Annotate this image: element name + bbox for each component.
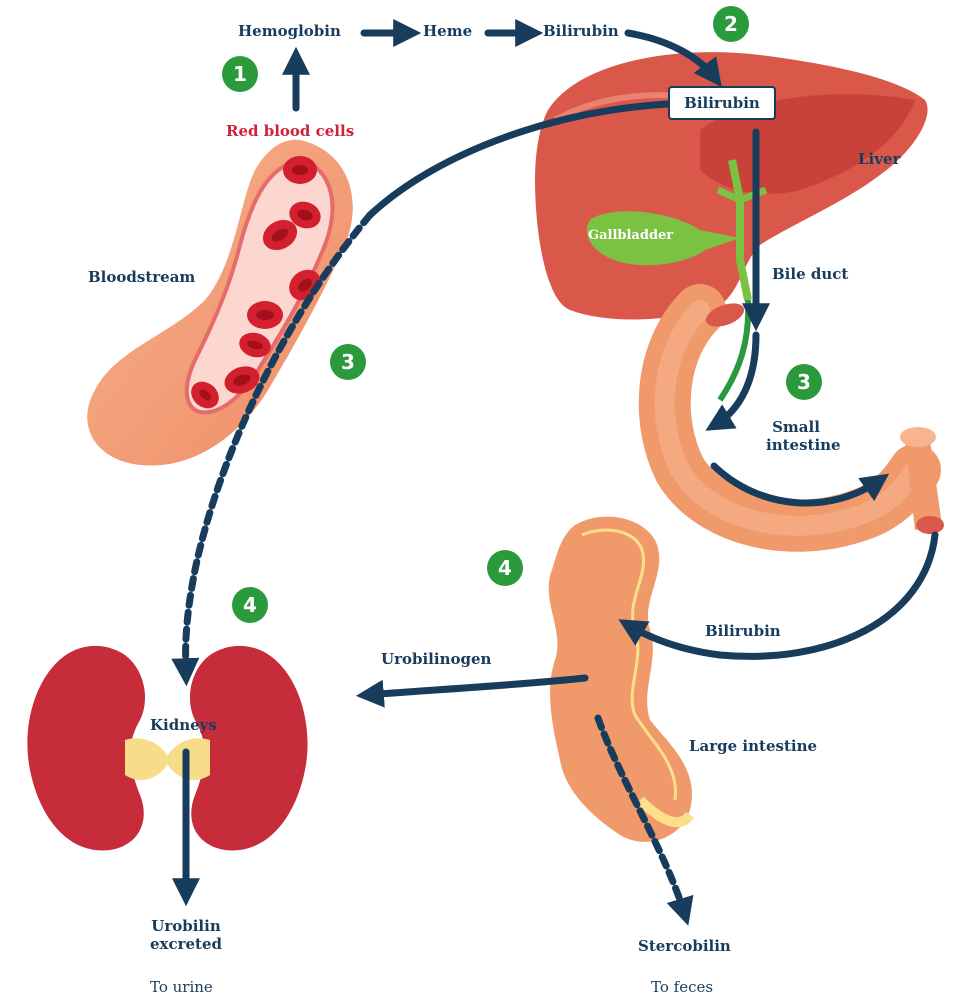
blood-vessel-icon xyxy=(87,140,353,466)
label-to-urine: To urine xyxy=(150,978,213,996)
step-badge-3-right: 3 xyxy=(786,364,822,400)
label-bile-duct: Bile duct xyxy=(772,265,848,283)
step-badge-4-right: 4 xyxy=(487,550,523,586)
label-urobilin-line1: Urobilin xyxy=(138,917,234,935)
step-badge-4-left: 4 xyxy=(232,587,268,623)
label-small-intestine: Small intestine xyxy=(766,418,826,454)
step-badge-1: 1 xyxy=(222,56,258,92)
small-intestine-icon xyxy=(665,299,944,534)
step-badge-2: 2 xyxy=(713,6,749,42)
label-bilirubin-lower: Bilirubin xyxy=(705,622,781,640)
arrow-small-to-large-intestine xyxy=(628,535,935,656)
label-heme: Heme xyxy=(423,22,472,40)
label-small-intestine-line2: intestine xyxy=(766,436,826,454)
label-stercobilin: Stercobilin xyxy=(638,937,731,955)
label-bilirubin-top: Bilirubin xyxy=(543,22,619,40)
label-urobilin-excreted: Urobilin excreted xyxy=(138,917,234,953)
label-bilirubin-liver-box: Bilirubin xyxy=(668,86,776,120)
label-urobilinogen: Urobilinogen xyxy=(381,650,491,668)
label-to-feces: To feces xyxy=(651,978,713,996)
kidney-left-icon xyxy=(27,646,170,851)
arrow-into-small-intestine xyxy=(715,335,756,425)
label-urobilin-line2: excreted xyxy=(138,935,234,953)
label-large-intestine: Large intestine xyxy=(689,737,817,755)
label-hemoglobin: Hemoglobin xyxy=(238,22,341,40)
label-bloodstream: Bloodstream xyxy=(88,268,195,286)
label-red-blood-cells: Red blood cells xyxy=(226,122,354,140)
label-gallbladder: Gallbladder xyxy=(588,228,673,244)
step-badge-3-left: 3 xyxy=(330,344,366,380)
label-kidneys: Kidneys xyxy=(150,716,217,734)
label-liver: Liver xyxy=(858,150,900,168)
label-small-intestine-line1: Small xyxy=(766,418,826,436)
